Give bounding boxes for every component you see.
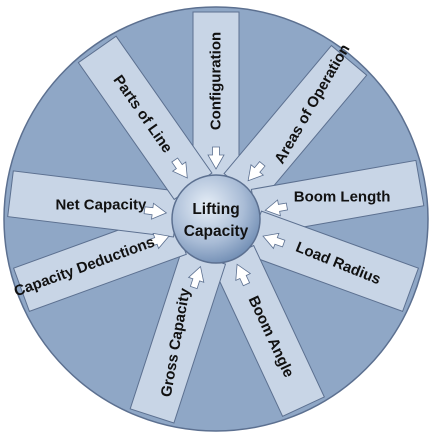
arrows-layer (143, 146, 288, 290)
arrow-configuration (207, 146, 225, 170)
arrow-parts-of-line (171, 157, 188, 179)
hub-label-line1: Lifting (192, 201, 239, 218)
arrow-boom-angle (235, 263, 252, 287)
spokes-layer (7, 11, 425, 424)
spoke-label-net-capacity: Net Capacity (55, 196, 147, 213)
arrow-load-radius (262, 232, 286, 250)
spoke-label-configuration: Configuration (208, 32, 225, 130)
arrow-areas-of-operation (247, 161, 266, 182)
arrow-capacity-deductions (146, 232, 170, 250)
arrow-net-capacity (143, 202, 168, 220)
spoke-label-boom-length: Boom Length (294, 188, 391, 205)
arrow-gross-capacity (187, 265, 205, 290)
arrow-boom-length (264, 199, 288, 217)
hub-circle (171, 174, 261, 264)
hub-label-line2: Capacity (184, 223, 249, 240)
